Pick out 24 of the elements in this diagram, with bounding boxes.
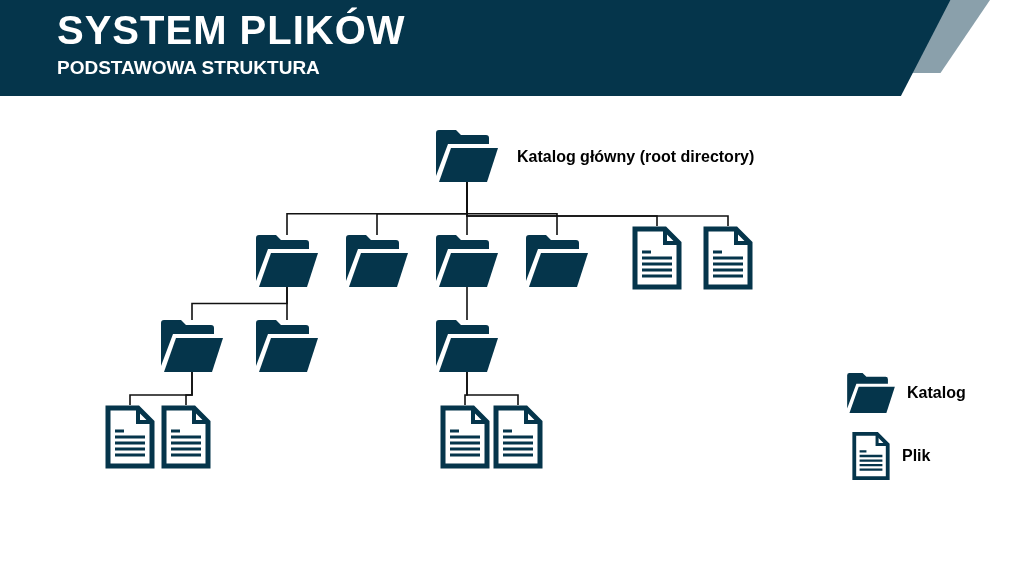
title: SYSTEM PLIKÓW — [57, 6, 406, 54]
document-icon — [105, 405, 155, 469]
connector-line — [466, 181, 729, 227]
legend-label: Katalog — [907, 383, 966, 403]
folder-icon — [526, 235, 588, 287]
folder-icon — [256, 235, 318, 287]
folder-icon — [436, 235, 498, 287]
node-caption: Katalog główny (root directory) — [517, 147, 755, 167]
document-icon — [440, 405, 490, 469]
folder-icon — [346, 235, 408, 287]
document-icon — [703, 226, 753, 290]
connector-line — [185, 371, 193, 406]
legend-label: Plik — [902, 446, 931, 466]
connector-line — [286, 286, 288, 321]
document-icon — [161, 405, 211, 469]
document-icon — [632, 226, 682, 290]
folder-icon — [256, 320, 318, 372]
connector-line — [466, 371, 519, 406]
subtitle: PODSTAWOWA STRUKTURA — [57, 56, 320, 80]
folder-icon — [436, 320, 498, 372]
folder-icon — [161, 320, 223, 372]
connector-line — [466, 286, 468, 321]
document-icon — [493, 405, 543, 469]
folder-icon — [436, 130, 498, 182]
